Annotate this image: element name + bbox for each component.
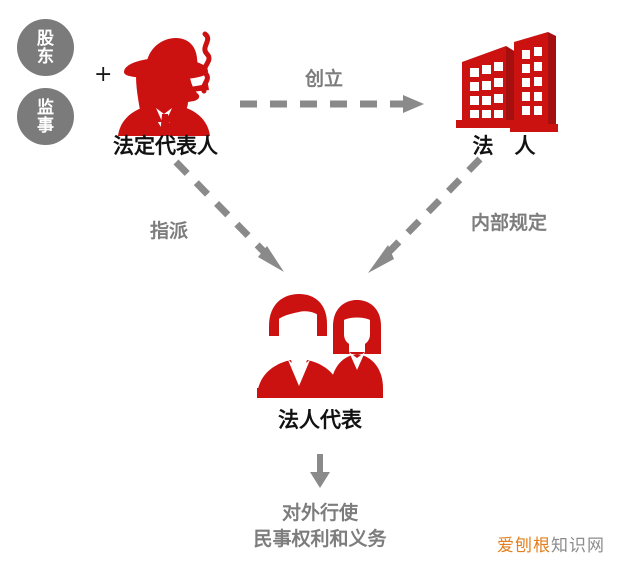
- role-circle-shareholder-line1: 股: [37, 28, 54, 49]
- office-buildings-icon: [448, 28, 560, 132]
- man-in-hat-smoking-icon: [112, 28, 224, 136]
- two-people-icon: [255, 288, 387, 400]
- conclusion-text: 对外行使 民事权利和义务: [200, 500, 440, 552]
- conclusion-line-2: 民事权利和义务: [253, 528, 387, 550]
- edge-found-label: 创立: [305, 68, 344, 90]
- conclusion-line-1: 对外行使: [281, 502, 358, 524]
- down-arrow-icon: [307, 452, 333, 490]
- role-circle-supervisor-line1: 监: [37, 97, 54, 118]
- edge-internal-rule-arrow: [360, 155, 486, 281]
- role-circle-supervisor-line2: 事: [37, 115, 54, 136]
- legal-rep-caption: 法定代表人: [113, 134, 218, 158]
- role-circle-shareholder: 股 东: [17, 19, 74, 76]
- plus-sign: +: [94, 62, 113, 87]
- watermark: 爱刨根知识网: [497, 536, 605, 556]
- corporate-rep-caption: 法人代表: [278, 408, 362, 432]
- legal-person-caption: 法 人: [472, 134, 536, 158]
- watermark-orange-part: 爱刨根: [497, 536, 551, 556]
- edge-internal-rule-label: 内部规定: [471, 212, 548, 234]
- edge-appoint-label: 指派: [150, 220, 189, 242]
- edge-appoint-arrow: [170, 158, 294, 280]
- edge-found-arrow: [238, 92, 430, 116]
- watermark-gray-part: 知识网: [551, 536, 605, 556]
- role-circle-supervisor: 监 事: [17, 88, 74, 145]
- role-circle-shareholder-line2: 东: [37, 46, 54, 67]
